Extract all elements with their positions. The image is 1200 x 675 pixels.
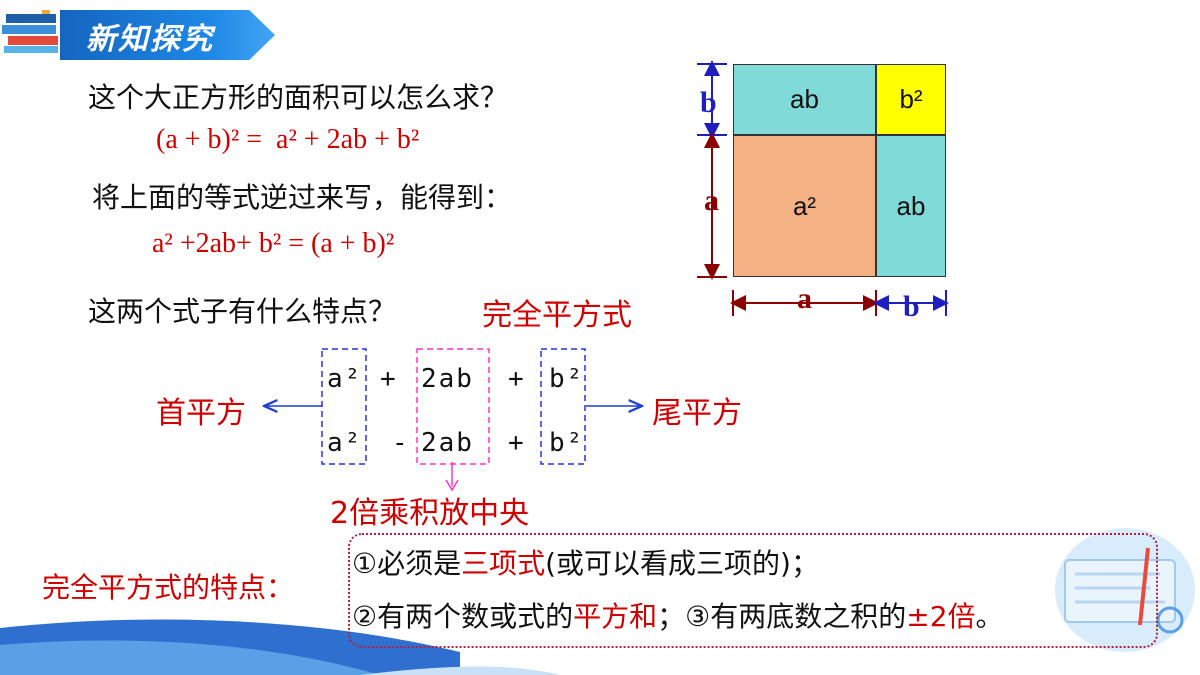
features-label: 完全平方式的特点： — [42, 571, 295, 604]
cell-ab-right: ab — [876, 135, 946, 277]
books-icon — [2, 10, 58, 53]
feature1-highlight: 三项式 — [461, 547, 546, 580]
feature-line-2: ②有两个数或式的平方和；③有两底数之积的±2倍。 — [352, 595, 1004, 635]
page-title: 新知探究 — [86, 22, 214, 57]
row1-term2: 2ab — [421, 364, 474, 394]
cell-a-squared: a² — [733, 135, 876, 277]
features-box — [348, 533, 1158, 648]
feature3-end: 。 — [975, 600, 1004, 633]
feature-line-1: ①必须是三项式(或可以看成三项的)； — [352, 542, 819, 582]
row2-op1: - — [392, 428, 410, 458]
cell-b-squared: b² — [876, 64, 946, 135]
question-area: 这个大正方形的面积可以怎么求？ — [88, 81, 509, 114]
feature3-text: ；③有两底数之积的 — [657, 600, 907, 633]
row2-term1: a² — [327, 428, 363, 458]
question-feature: 这两个式子有什么特点？ — [88, 295, 397, 328]
feature1-note: (或可以看成三项的)； — [545, 547, 819, 580]
row1-term3: b² — [549, 364, 585, 394]
row1-term1: a² — [327, 364, 363, 394]
header-banner — [60, 10, 275, 60]
row1-op2: + — [508, 364, 526, 394]
dim-label-b-bottom: b — [903, 290, 920, 323]
feature2-text: ②有两个数或式的 — [352, 600, 574, 633]
label-last-square: 尾平方 — [652, 396, 742, 431]
row2-op2: + — [508, 428, 526, 458]
answer-perfect-square: 完全平方式 — [482, 298, 632, 333]
dim-label-a-bottom: a — [797, 282, 812, 315]
equation-expand: (a + b)² = a² + 2ab + b² — [156, 124, 420, 155]
label-first-square: 首平方 — [156, 396, 246, 431]
feature3-highlight: ±2倍 — [906, 600, 976, 633]
equation-reverse: a² +2ab+ b² = (a + b)² — [152, 228, 395, 259]
cell-ab-top: ab — [733, 64, 876, 135]
math-board-icon — [1055, 528, 1195, 652]
feature2-highlight: 平方和 — [573, 600, 658, 633]
row1-op1: + — [380, 364, 398, 394]
dim-label-b-left: b — [700, 86, 717, 119]
question-reverse: 将上面的等式逆过来写，能得到： — [92, 181, 513, 214]
feature1-text: ①必须是 — [352, 547, 462, 580]
row2-term2: 2ab — [421, 428, 474, 458]
dim-label-a-left: a — [704, 184, 719, 217]
row2-term3: b² — [549, 428, 585, 458]
label-middle-term: 2倍乘积放中央 — [330, 496, 530, 531]
